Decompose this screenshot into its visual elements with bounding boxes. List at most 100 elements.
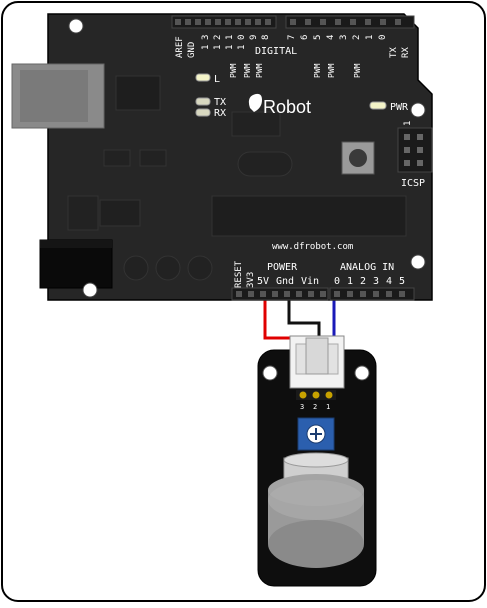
icsp-pin [404,134,410,140]
icsp-pin [417,134,423,140]
header-hole [399,291,405,297]
pwm-label: PWM [353,63,362,78]
header-hole [185,19,191,25]
icsp-pin [404,147,410,153]
v33-label: 3V3 [246,272,256,288]
digital-pin-number-tens: 1 [213,45,223,50]
logo-text: Robot [263,97,311,117]
capacitor-1 [123,255,149,281]
mcu-chip [211,195,407,237]
capacitor-2 [155,255,181,281]
usb-chip [115,75,161,111]
header-hole [305,19,311,25]
led-tx-label: TX [214,97,226,108]
header-hole [284,291,290,297]
mount-hole-right-bottom [410,254,426,270]
rx-pin-label: RX [401,47,411,58]
regulator [67,195,99,231]
power-label: POWER [267,262,298,273]
header-hole [205,19,211,25]
analog-pin-number: 5 [399,276,405,287]
header-hole [235,19,241,25]
header-hole [225,19,231,25]
header-hole [320,291,326,297]
digital-pin-number: 6 [300,35,310,40]
analog-pin-number: 0 [334,276,340,287]
header-hole [248,291,254,297]
digital-header-holes [175,19,401,25]
digital-pin-number: 0 [378,35,388,40]
header-hole [265,19,271,25]
header-hole [290,19,296,25]
header-hole [215,19,221,25]
sensor-pin-2-label: 2 [313,403,317,411]
header-hole [373,291,379,297]
icsp-pin [404,160,410,166]
digital-pin-number: 1 [225,35,235,40]
reset-button-cap [349,149,367,167]
header-hole [380,19,386,25]
digital-pin-number: 9 [249,35,259,40]
mount-hole-top-left [68,18,84,34]
tx-pin-label: TX [389,47,399,58]
sensor-module: 3 2 1 [257,335,377,587]
url-text: www.dfrobot.com [272,242,353,252]
led-l-label: L [214,74,220,85]
5v-label: 5V [257,276,269,287]
small-chip [231,111,281,137]
led-tx [195,97,211,106]
analog-label: ANALOG IN [340,262,394,273]
regulator-2 [99,199,141,227]
sensor-pin-1 [325,391,333,399]
crystal [237,151,293,177]
digital-pin-number-tens: 1 [237,45,247,50]
header-hole [255,19,261,25]
sensor-pin-3-label: 3 [300,403,304,411]
header-hole [386,291,392,297]
sensor-mount-hole-left [262,365,278,381]
header-hole [260,291,266,297]
bottom-header-holes [236,291,405,297]
power-header [231,287,329,301]
icsp-pin1-label: 1 [403,121,413,126]
mount-hole-right-top [410,102,426,118]
usb-inner [20,70,88,122]
analog-pin-number: 4 [386,276,392,287]
header-hole [236,291,242,297]
digital-pin-number-tens: 1 [201,45,211,50]
digital-pin-number: 3 [339,35,349,40]
header-hole [347,291,353,297]
sensor-mount-hole-right [354,365,370,381]
pwm-label: PWM [229,63,238,78]
pwm-label: PWM [313,63,322,78]
pwm-label: PWM [255,63,264,78]
led-l [195,73,211,82]
digital-pin-number: 7 [287,35,297,40]
rotary-base-top [283,452,349,468]
header-hole [395,19,401,25]
analog-pin-number: 3 [373,276,379,287]
gnd-label: Gnd [276,276,294,287]
digital-pin-number: 0 [237,35,247,40]
header-hole [175,19,181,25]
header-hole [335,19,341,25]
dc-jack-top [40,240,112,248]
pwm-label: PWM [327,63,336,78]
header-hole [296,291,302,297]
rotary-knob-top [268,480,364,520]
logo-mark-icon [248,93,262,112]
led-pwr [369,101,387,110]
sensor-connector-latch [305,337,329,375]
small-part-1 [139,149,167,167]
header-hole [308,291,314,297]
analog-pin-number: 2 [360,276,366,287]
sensor-pin-3 [299,391,307,399]
header-hole [365,19,371,25]
rotary-knob-bottom [268,520,364,568]
header-hole [272,291,278,297]
header-hole [320,19,326,25]
icsp-label: ICSP [401,178,425,189]
